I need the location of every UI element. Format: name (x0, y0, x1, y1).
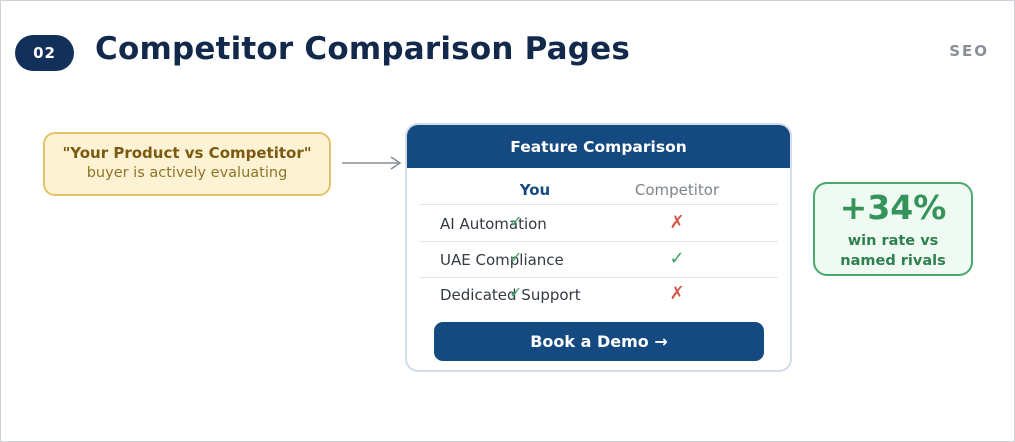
cross-icon: ✗ (669, 212, 685, 233)
check-icon: ✓ (669, 248, 685, 269)
feature-name: Dedicated Support (440, 286, 581, 304)
stat-value: +34% (839, 188, 947, 227)
feature-name: AI Automation (440, 215, 547, 233)
column-header-you: You (519, 181, 551, 199)
search-query-text: "Your Product vs Competitor" (62, 144, 312, 162)
page-title: Competitor Comparison Pages (95, 31, 631, 67)
stat-label-line1: win rate vs (847, 233, 939, 249)
right-arrow-icon (342, 156, 402, 170)
step-number-badge: 02 (15, 35, 74, 71)
comparison-row: AI Automation ✓ ✗ (419, 207, 778, 242)
feature-name: UAE Compliance (440, 251, 564, 269)
check-icon: ✓ (509, 283, 523, 302)
feature-comparison-card: Feature Comparison You Competitor AI Aut… (405, 123, 792, 372)
comparison-row: UAE Compliance ✓ ✓ (419, 243, 778, 278)
step-number: 02 (33, 44, 56, 62)
win-rate-stat-card: +34% win rate vs named rivals (813, 182, 973, 276)
stat-label-line2: named rivals (840, 253, 946, 269)
book-demo-button[interactable]: Book a Demo → (434, 322, 764, 361)
comparison-column-headers: You Competitor (419, 174, 778, 205)
check-icon: ✓ (509, 212, 523, 231)
search-query-card: "Your Product vs Competitor" buyer is ac… (43, 132, 331, 196)
cross-icon: ✗ (669, 283, 685, 304)
comparison-title: Feature Comparison (407, 125, 790, 168)
search-query-note: buyer is actively evaluating (86, 165, 288, 181)
comparison-row: Dedicated Support ✓ ✗ (419, 278, 778, 313)
category-tag: SEO (949, 42, 989, 60)
column-header-competitor: Competitor (634, 181, 720, 199)
check-icon: ✓ (509, 248, 523, 267)
